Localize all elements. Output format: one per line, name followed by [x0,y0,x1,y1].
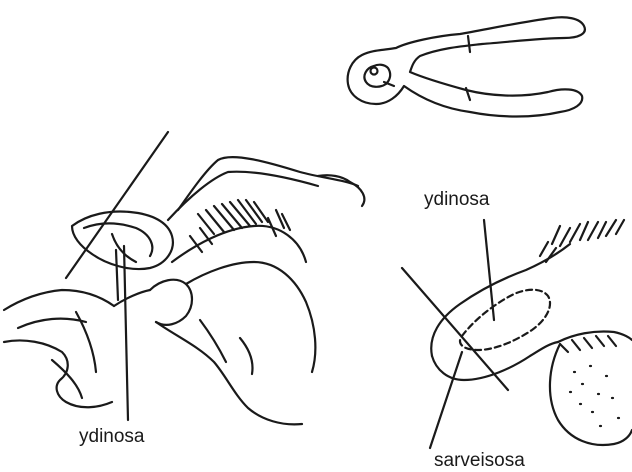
right-hoof-drawing [402,220,632,448]
label-core-left: ydinosa [79,427,145,446]
label-horn-right: sarveisosa [434,451,525,470]
nippers-icon [348,17,585,116]
left-hoof-drawing [4,132,364,424]
label-core-right: ydinosa [424,190,490,209]
